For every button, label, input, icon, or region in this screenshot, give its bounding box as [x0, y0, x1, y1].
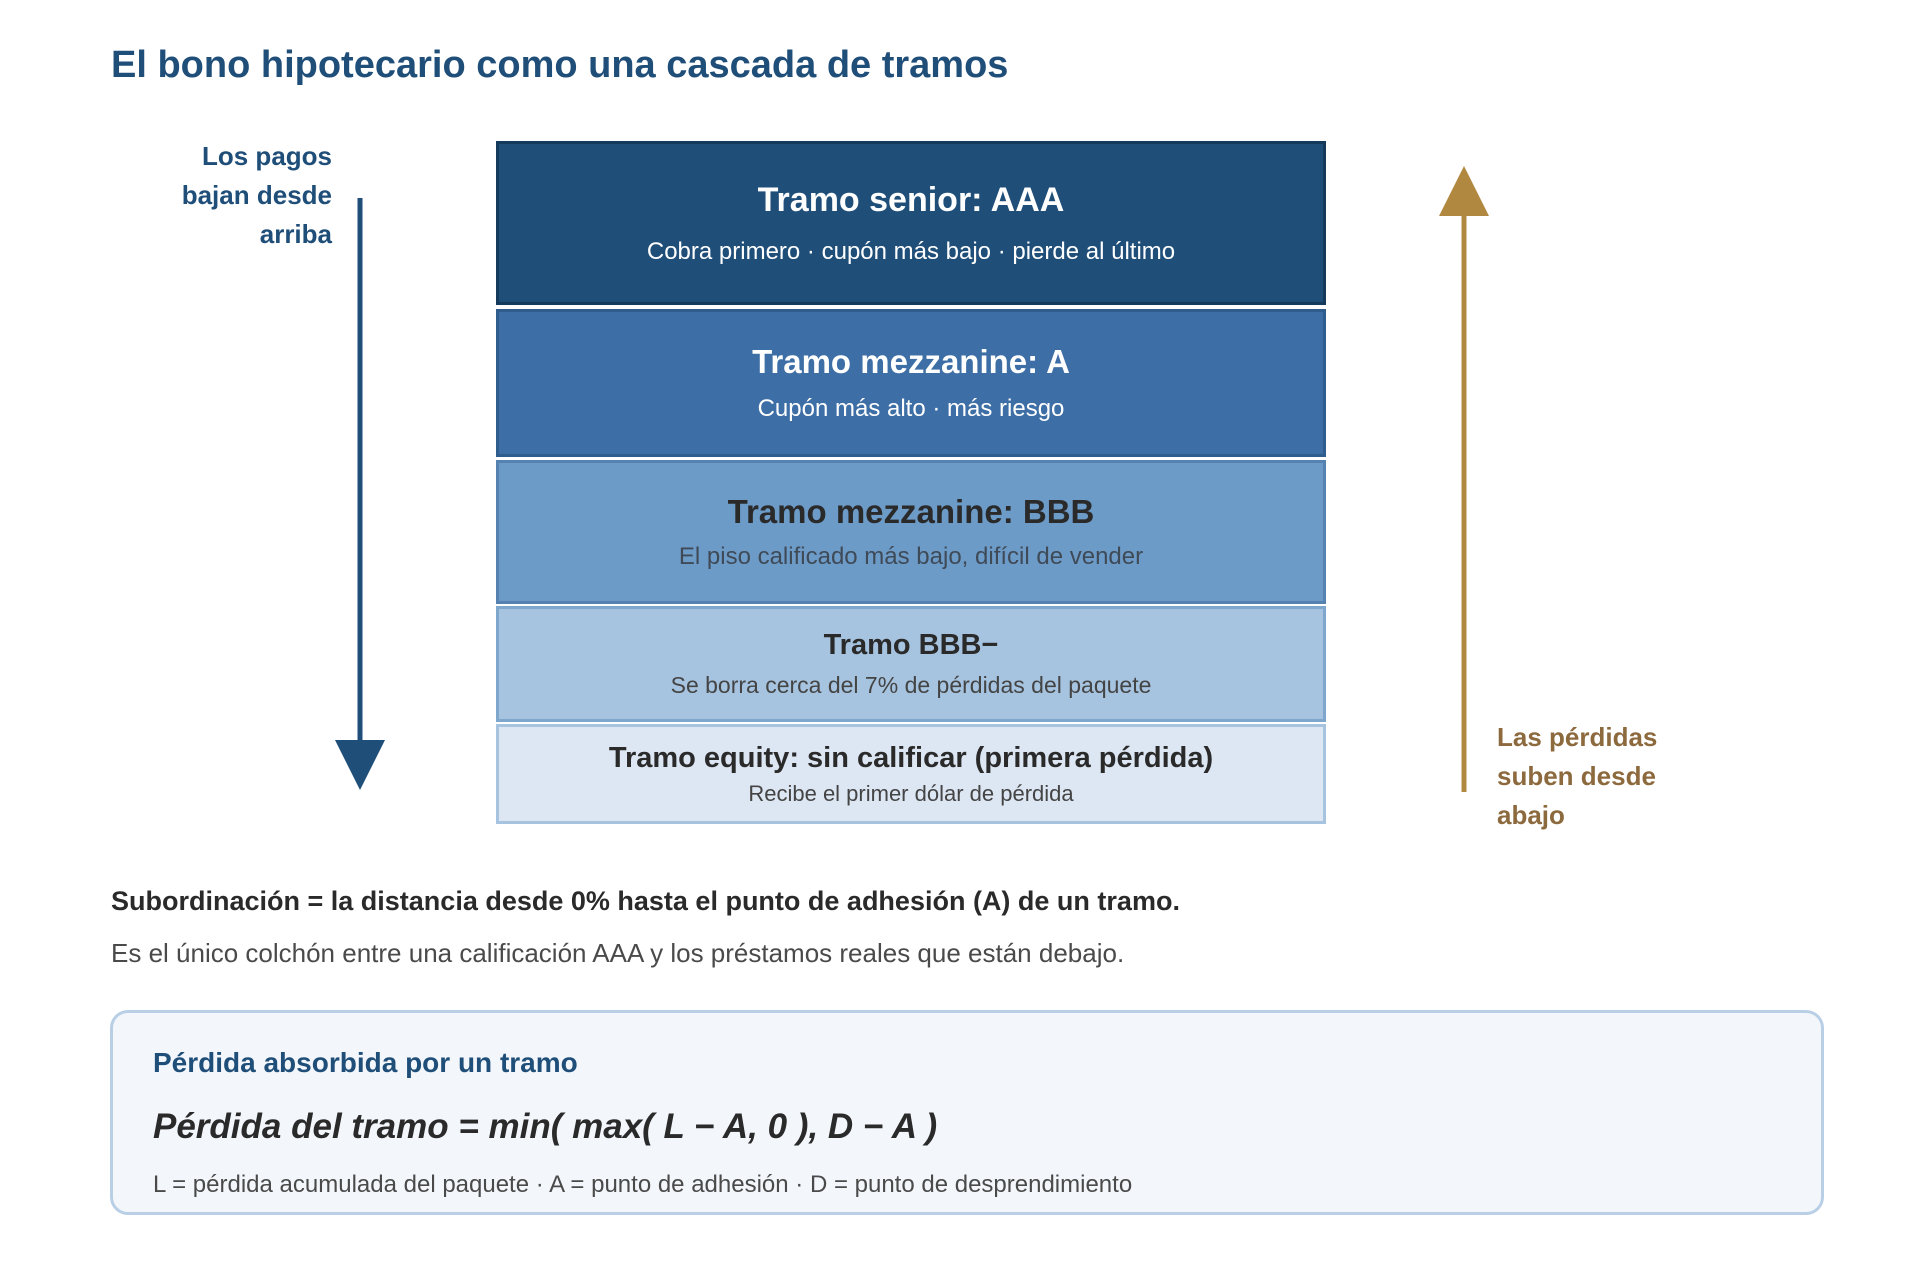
tranche-description: Cupón más alto · más riesgo	[757, 395, 1065, 422]
tranche-description: Se borra cerca del 7% de pérdidas del pa…	[670, 672, 1152, 698]
tranche-mezzanine-bbb: Tramo mezzanine: BBB El piso calificado …	[496, 460, 1326, 604]
subordination-definition: Subordinación = la distancia desde 0% ha…	[111, 886, 1180, 916]
tranche-equity: Tramo equity: sin calificar (primera pér…	[496, 724, 1326, 824]
subordination-note: Es el único colchón entre una calificaci…	[111, 938, 1125, 968]
tranche-name: Tramo BBB−	[823, 629, 999, 661]
tranche-name: Tramo senior: AAA	[757, 180, 1065, 219]
payments-flow-label: Los pagos bajan desde arriba	[112, 137, 332, 254]
formula-legend: L = pérdida acumulada del paquete · A = …	[153, 1171, 1133, 1198]
payments-flow-label-line: bajan desde	[181, 180, 332, 210]
tranche-name: Tramo mezzanine: BBB	[727, 493, 1095, 530]
tranche-stack: Tramo senior: AAA Cobra primero · cupón …	[496, 141, 1326, 824]
losses-flow-label-line: suben desde	[1497, 761, 1656, 791]
payments-down-arrow-icon	[335, 198, 385, 790]
tranche-loss-formula: Pérdida del tramo = min( max( L − A, 0 )…	[153, 1107, 938, 1146]
tranche-name: Tramo mezzanine: A	[752, 343, 1070, 380]
page-title: El bono hipotecario como una cascada de …	[111, 44, 1009, 86]
losses-flow-label: Las pérdidas suben desde abajo	[1497, 718, 1737, 835]
losses-up-arrow-icon	[1439, 166, 1489, 792]
losses-flow-label-line: abajo	[1497, 800, 1565, 830]
tranche-description: Cobra primero · cupón más bajo · pierde …	[646, 237, 1176, 265]
tranche-name: Tramo equity: sin calificar (primera pér…	[608, 741, 1214, 774]
tranche-senior-aaa: Tramo senior: AAA Cobra primero · cupón …	[496, 141, 1326, 305]
tranche-bbb-minus: Tramo BBB− Se borra cerca del 7% de pérd…	[496, 606, 1326, 722]
tranche-description: El piso calificado más bajo, difícil de …	[678, 543, 1144, 570]
payments-flow-label-line: arriba	[259, 219, 332, 249]
tranche-mezzanine-a: Tramo mezzanine: A Cupón más alto · más …	[496, 309, 1326, 457]
formula-box-title: Pérdida absorbida por un tramo	[153, 1047, 578, 1078]
losses-flow-label-line: Las pérdidas	[1497, 722, 1658, 752]
tranche-description: Recibe el primer dólar de pérdida	[748, 780, 1074, 806]
formula-box: Pérdida absorbida por un tramo Pérdida d…	[110, 1010, 1824, 1215]
payments-flow-label-line: Los pagos	[201, 141, 332, 171]
